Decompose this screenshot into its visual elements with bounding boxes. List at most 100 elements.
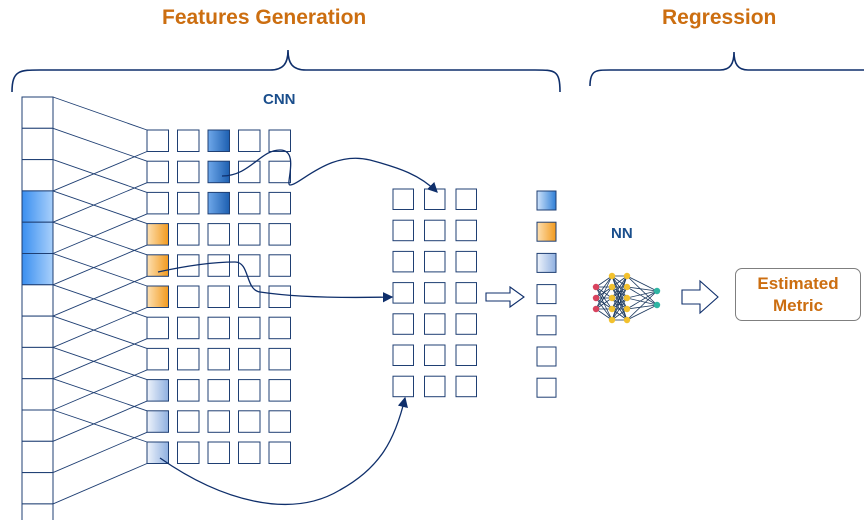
conv-line (52, 284, 148, 318)
nn-edge (595, 286, 613, 310)
pooled-cell (392, 344, 414, 366)
curve-arrow-middle (157, 261, 394, 303)
feature-map-cell (207, 379, 230, 402)
feature-map-cell (238, 410, 261, 433)
feature-map-cell (207, 129, 230, 152)
pooled-cell (392, 282, 414, 304)
pooled-cell (424, 219, 446, 242)
conv-line (52, 275, 148, 317)
nn-edge (611, 275, 628, 299)
conv-line (52, 315, 148, 349)
feature-map-cell (177, 441, 200, 464)
feature-map-cell (146, 441, 169, 464)
feature-map-cell (268, 254, 291, 277)
estimated-metric-line2: Metric (772, 295, 824, 315)
vector-cell (536, 190, 557, 211)
nn-edge (611, 275, 628, 310)
nn-node (623, 316, 631, 324)
nn-edge (626, 290, 658, 310)
conv-line (52, 338, 148, 380)
conv-line (52, 409, 148, 443)
feature-map-cell (238, 316, 261, 340)
conv-line (52, 221, 148, 256)
feature-map-cell (177, 285, 200, 308)
feature-map-cell (177, 379, 200, 402)
input-cell (21, 96, 54, 129)
nn-edge (595, 275, 613, 299)
conv-line (52, 96, 148, 131)
nn-node (623, 272, 631, 280)
nn-node (592, 294, 600, 302)
conv-line (52, 182, 148, 223)
feature-map-cell (177, 129, 200, 152)
estimated-metric-box: Estimated Metric (735, 268, 861, 321)
input-cell (21, 253, 54, 286)
conv-line (52, 213, 148, 254)
feature-map-cell (238, 347, 261, 371)
curve-arrow-top (221, 149, 438, 193)
nn-node (592, 283, 600, 291)
convolution-lines (52, 96, 148, 505)
feature-map-cell (268, 316, 291, 340)
vector-cell (536, 377, 557, 398)
feature-map-cell (177, 223, 200, 246)
feature-map-cell (207, 410, 230, 433)
pooled-cell (455, 282, 477, 304)
feature-map-cell (238, 129, 261, 152)
pooled-cell (392, 313, 414, 335)
input-cell (21, 378, 54, 411)
feature-map-cell (268, 129, 291, 152)
nn-edge (595, 308, 613, 321)
nn-node (623, 305, 631, 313)
nn-edge (626, 275, 658, 306)
input-cell (21, 190, 54, 223)
pooled-cell (424, 313, 446, 335)
pooled-cell (455, 344, 477, 366)
feature-map-cell (207, 223, 230, 246)
curve-arrow-bottom (159, 396, 408, 506)
feature-map-cell (268, 160, 291, 184)
feature-map-cell (146, 191, 169, 215)
conv-line (52, 253, 148, 287)
pooled-cell (455, 250, 477, 273)
nn-node (623, 283, 631, 291)
pooled-cell (455, 188, 477, 210)
pooled-cell (455, 313, 477, 335)
hollow-arrow-1 (485, 285, 525, 309)
conv-line (52, 159, 148, 193)
input-cell (21, 503, 54, 525)
vector-cell (536, 221, 557, 242)
features-generation-title: Features Generation (162, 6, 367, 29)
conv-line (52, 307, 148, 348)
pooled-cell (424, 282, 446, 304)
feature-map-cell (238, 160, 261, 184)
nn-edge (595, 275, 613, 288)
features-bracket (11, 49, 561, 93)
neural-network-icon (592, 272, 661, 324)
feature-map-cell (207, 347, 230, 371)
feature-map-cell (146, 379, 169, 402)
nn-edge (626, 290, 658, 299)
vector-cell (536, 252, 557, 273)
pooled-cell (392, 219, 414, 242)
feature-map-cell (207, 160, 230, 184)
conv-line (52, 463, 148, 505)
input-cell (21, 346, 54, 380)
feature-map-cell (177, 191, 200, 215)
nn-node (592, 305, 600, 313)
estimated-metric-line1: Estimated (757, 273, 839, 293)
nn-node (608, 305, 616, 313)
feature-map-cell (238, 285, 261, 308)
feature-map-cell (146, 160, 169, 184)
hollow-arrow-2 (681, 279, 719, 315)
flattened-vector (536, 190, 557, 398)
conv-line (52, 431, 148, 474)
feature-map-cell (268, 223, 291, 246)
feature-map-cell (177, 410, 200, 433)
conv-line (52, 346, 148, 381)
nn-edge (626, 304, 658, 310)
nn-edge (626, 286, 658, 306)
vector-cell (536, 284, 557, 305)
input-cell (21, 472, 54, 505)
nn-node (653, 287, 661, 295)
